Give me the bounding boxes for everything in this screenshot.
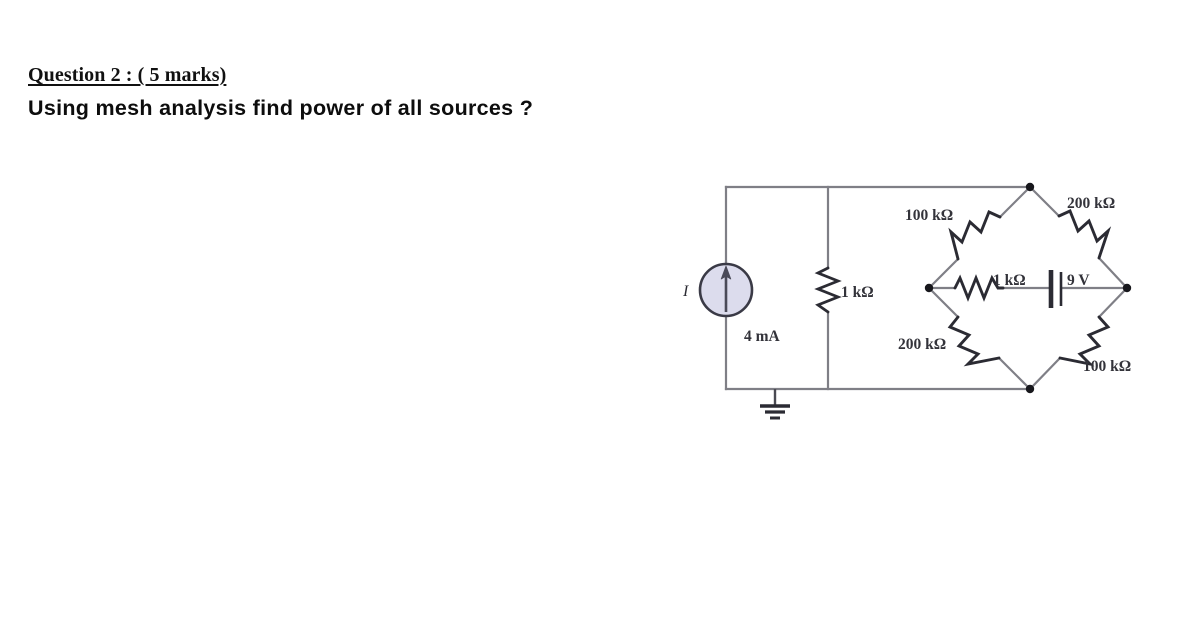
resistor-200k-bottom-left-label: 200 kΩ (898, 336, 946, 353)
bridge-arm-top-left-b (928, 258, 959, 289)
current-source-4ma (698, 262, 754, 318)
resistor-200k-top-right-label: 200 kΩ (1067, 195, 1115, 212)
resistor-100k-top-left (948, 210, 1002, 261)
node-left (924, 283, 934, 293)
bridge-arm-bottom-right-a (1098, 287, 1128, 318)
resistor-200k-top-right (1057, 209, 1112, 260)
node-top (1025, 182, 1035, 192)
question-prompt: Using mesh analysis find power of all so… (28, 96, 534, 120)
bridge-arm-bottom-left-b (998, 357, 1031, 390)
resistor-100k-bottom-right (1058, 315, 1111, 367)
node-bottom (1025, 384, 1035, 394)
bridge-group (924, 182, 1132, 394)
resistor-shunt-1k-label: 1 kΩ (841, 284, 874, 301)
current-source-body (698, 262, 754, 318)
resistor-1k-middle-label: 1 kΩ (993, 272, 1026, 289)
resistor-shunt-1k (814, 266, 842, 314)
voltage-source-9v (1048, 270, 1063, 308)
voltage-source-9v-label: 9 V (1067, 272, 1090, 289)
bridge-arm-top-right-a (1029, 186, 1060, 217)
current-source-value-label: 4 mA (744, 328, 781, 345)
question-header: Question 2 : ( 5 marks) (28, 64, 227, 86)
resistor-100k-top-left-label: 100 kΩ (905, 207, 953, 224)
current-source-arrow-head (720, 265, 732, 280)
bridge-arm-top-right-b (1098, 257, 1128, 289)
bridge-arm-bottom-right-b (1029, 357, 1061, 390)
bridge-arm-bottom-left-a (928, 287, 959, 318)
wires-group (724, 185, 1032, 391)
ground-symbol (760, 389, 790, 420)
node-right (1122, 283, 1132, 293)
resistor-1k-middle (953, 274, 1005, 302)
resistor-100k-bottom-right-label: 100 kΩ (1083, 358, 1131, 375)
bridge-arm-top-left-a (999, 186, 1031, 218)
question-block: Question 2 : ( 5 marks) Using mesh analy… (28, 64, 808, 122)
resistor-200k-bottom-left (947, 315, 1001, 367)
resistor-shunt-1k-zigzag (814, 266, 842, 314)
current-symbol-label: I (682, 283, 689, 300)
